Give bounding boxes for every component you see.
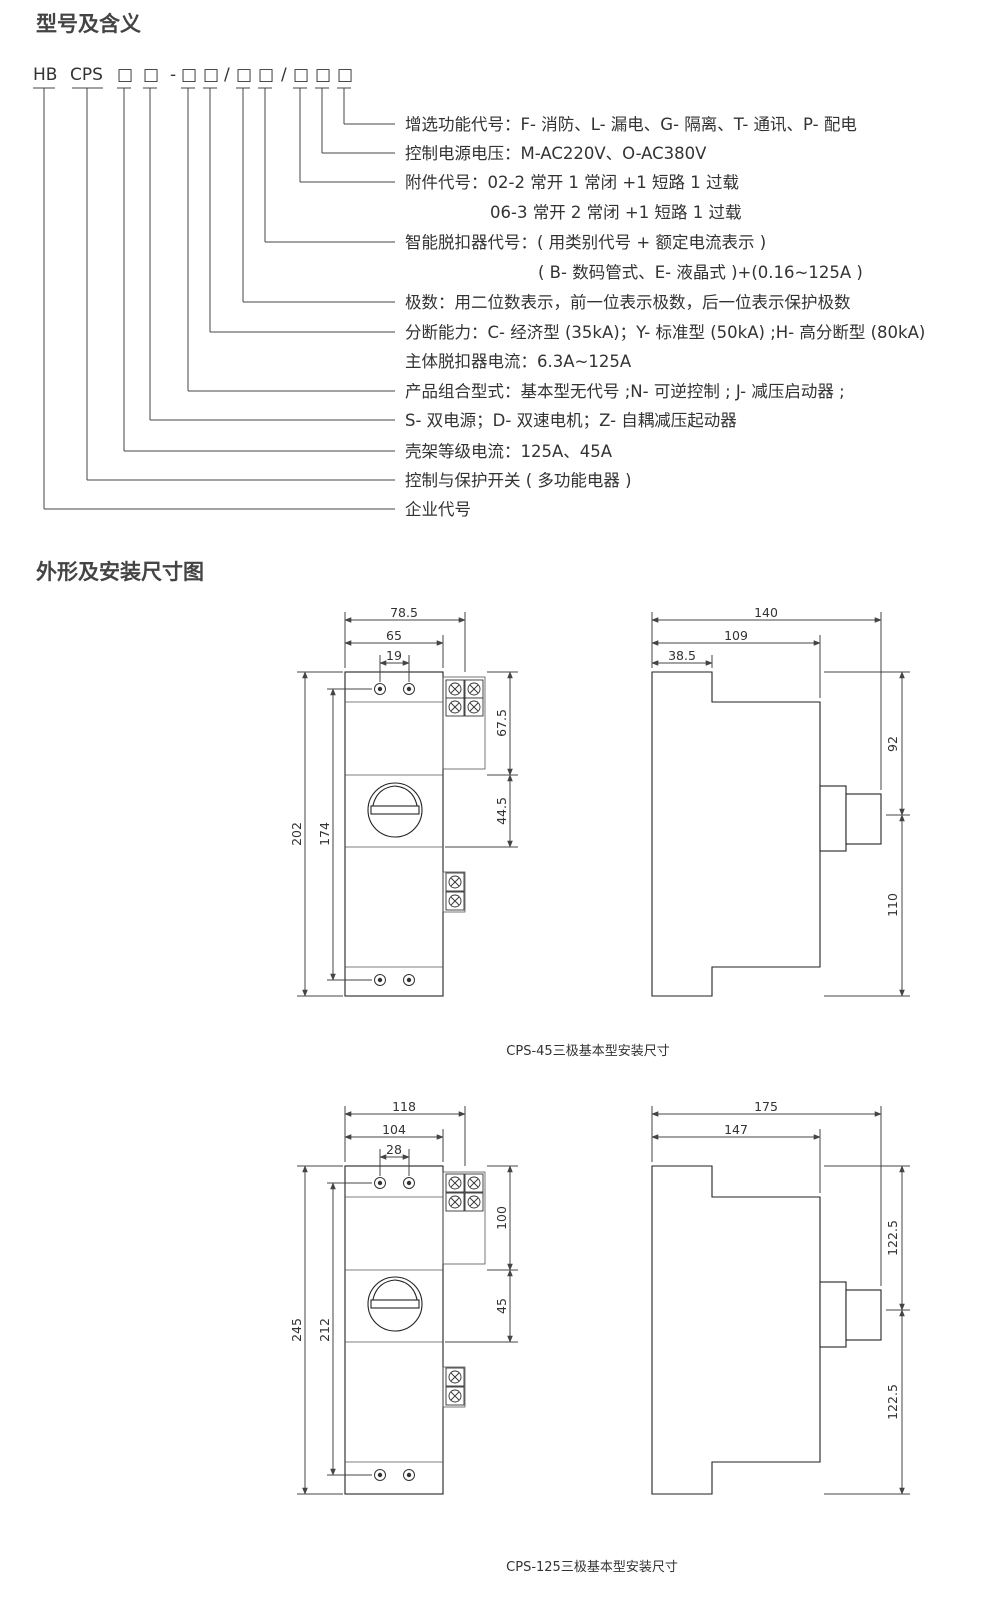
front-body-outline <box>344 1165 444 1495</box>
meaning-line: ( B- 数码管式、E- 液晶式 )+(0.16~125A ) <box>538 263 863 282</box>
code-box: □ <box>236 65 252 85</box>
drawing1-caption: CPS-45三极基本型安装尺寸 <box>506 1044 669 1059</box>
dim-body-width: 104 <box>382 1122 406 1137</box>
aux-contact-block <box>442 1171 486 1265</box>
model-code: HB CPS □ □ - □ □ / □ □ / □ □ □ <box>33 65 353 85</box>
dim-overall-width: 78.5 <box>390 605 418 620</box>
meaning-line: 控制与保护开关 ( 多功能电器 ) <box>405 471 632 490</box>
code-box: □ <box>117 65 133 85</box>
code-box: □ <box>315 65 331 85</box>
cps125-side-view: 175 147 122.5 122.5 <box>651 1099 910 1495</box>
code-dash: - <box>170 65 176 85</box>
dim-upper-block: 100 <box>494 1206 509 1230</box>
terminal-screw <box>445 1173 465 1193</box>
side-body-outline <box>651 671 821 997</box>
terminal-screw <box>464 1192 484 1212</box>
terminal-screw <box>464 679 484 699</box>
terminal-screw <box>464 1173 484 1193</box>
code-series: CPS <box>70 65 103 85</box>
code-prefix: HB <box>33 65 57 85</box>
dim-overall-width: 118 <box>392 1099 416 1114</box>
terminal-screw <box>445 1386 465 1406</box>
meaning-line: 极数：用二位数表示，前一位表示极数，后一位表示保护极数 <box>405 293 851 312</box>
cps125-front-view: 118 104 28 245 212 100 45 <box>289 1099 518 1495</box>
mounting-hole <box>374 1177 386 1189</box>
aux-contact-block <box>442 676 486 770</box>
terminal-screw <box>445 872 465 892</box>
terminal-screw <box>464 697 484 717</box>
dim-step: 38.5 <box>668 648 696 663</box>
dim-upper-block: 67.5 <box>494 709 509 737</box>
code-leader-lines <box>33 87 395 510</box>
code-box: □ <box>181 65 197 85</box>
dim-mid-depth: 109 <box>724 628 748 643</box>
meaning-line: 壳架等级电流：125A、45A <box>405 442 613 461</box>
terminal-screw <box>445 679 465 699</box>
terminal-screw <box>445 1367 465 1387</box>
dimensions-heading: 外形及安装尺寸图 <box>36 560 204 584</box>
mounting-hole <box>403 974 415 986</box>
terminal-screw <box>445 1192 465 1212</box>
code-box: □ <box>203 65 219 85</box>
dim-knob-section: 44.5 <box>494 797 509 825</box>
dim-depth: 175 <box>754 1099 778 1114</box>
code-box: □ <box>293 65 309 85</box>
dim-mid-depth: 147 <box>724 1122 748 1137</box>
dim-lower-height: 122.5 <box>885 1384 900 1420</box>
meaning-line: 主体脱扣器电流：6.3A~125A <box>405 352 632 371</box>
mounting-hole <box>374 683 386 695</box>
rotary-knob <box>367 1276 423 1332</box>
meaning-line: 产品组合型式：基本型无代号 ;N- 可逆控制 ; J- 减压启动器 ; <box>405 382 845 401</box>
meaning-line: 附件代号：02-2 常开 1 常闭 +1 短路 1 过载 <box>405 173 739 192</box>
meaning-line: 智能脱扣器代号：( 用类别代号 + 额定电流表示 ) <box>405 233 766 252</box>
cps45-side-view: 140 109 38.5 92 110 <box>651 605 910 997</box>
dim-overall-height: 202 <box>289 822 304 846</box>
meaning-line: 企业代号 <box>405 500 471 519</box>
meaning-line: 分断能力：C- 经济型 (35kA)；Y- 标准型 (50kA) ;H- 高分断… <box>405 323 925 342</box>
knob-shaft <box>819 785 847 852</box>
drawing2-caption: CPS-125三极基本型安装尺寸 <box>506 1560 678 1575</box>
meaning-line: 06-3 常开 2 常闭 +1 短路 1 过载 <box>490 203 741 222</box>
dim-mount-height: 174 <box>317 822 332 846</box>
dim-overall-height: 245 <box>289 1318 304 1342</box>
dim-lower-height: 110 <box>885 893 900 917</box>
code-slash: / <box>224 65 230 85</box>
code-meanings: 增选功能代号：F- 消防、L- 漏电、G- 隔离、T- 通讯、P- 配电 控制电… <box>405 115 925 519</box>
terminal-screw <box>445 891 465 911</box>
dim-body-width: 65 <box>386 628 402 643</box>
dim-mount-height: 212 <box>317 1318 332 1342</box>
dim-hole-spacing: 28 <box>386 1142 402 1157</box>
code-box: □ <box>258 65 274 85</box>
code-slash: / <box>281 65 287 85</box>
mounting-hole <box>374 1469 386 1481</box>
rotary-knob <box>367 782 423 838</box>
mounting-hole <box>374 974 386 986</box>
dim-hole-spacing: 19 <box>386 648 402 663</box>
lower-terminal-block <box>442 871 466 913</box>
cps45-front-view: 78.5 65 19 202 174 67.5 44.5 <box>289 605 518 997</box>
code-box: □ <box>143 65 159 85</box>
meaning-line: 增选功能代号：F- 消防、L- 漏电、G- 隔离、T- 通讯、P- 配电 <box>405 115 857 134</box>
dim-upper-height: 122.5 <box>885 1220 900 1256</box>
dim-knob-section: 45 <box>494 1298 509 1314</box>
code-box: □ <box>337 65 353 85</box>
meaning-line: 控制电源电压：M-AC220V、O-AC380V <box>405 144 707 163</box>
mounting-hole <box>403 1177 415 1189</box>
meaning-line: S- 双电源；D- 双速电机；Z- 自耦减压起动器 <box>405 411 737 430</box>
mounting-hole <box>403 1469 415 1481</box>
side-body-outline <box>651 1165 821 1495</box>
knob-cap <box>845 793 882 845</box>
knob-cap <box>845 1289 882 1341</box>
dim-depth: 140 <box>754 605 778 620</box>
lower-terminal-block <box>442 1366 466 1408</box>
dim-upper-height: 92 <box>885 736 900 752</box>
model-meaning-heading: 型号及含义 <box>36 12 141 36</box>
mounting-hole <box>403 683 415 695</box>
terminal-screw <box>445 697 465 717</box>
knob-shaft <box>819 1281 847 1348</box>
